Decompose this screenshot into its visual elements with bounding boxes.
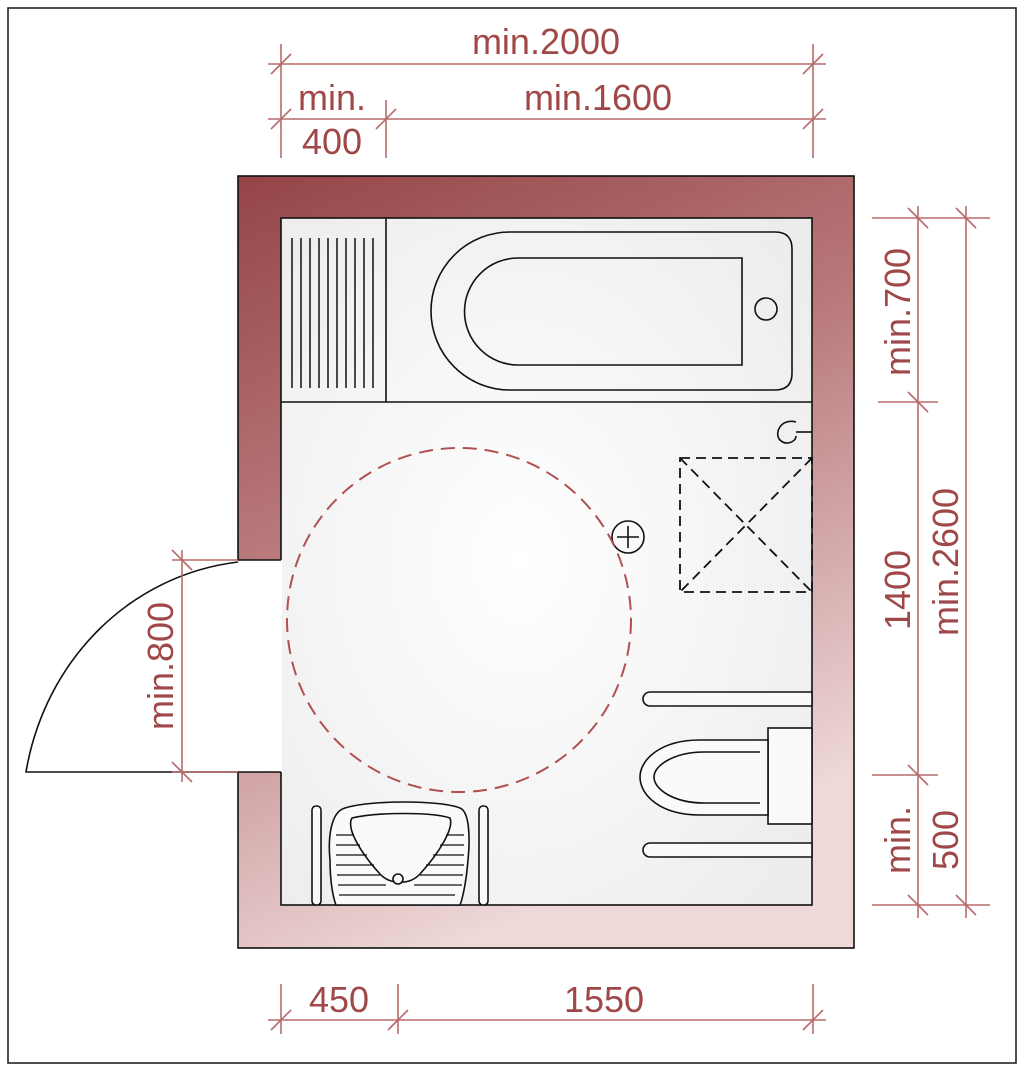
shower-head-icon	[776, 420, 812, 444]
grab-rail-lower-icon	[642, 842, 813, 858]
door-opening	[236, 560, 282, 772]
dimension-label-left-door: min.800	[140, 602, 181, 730]
dimension-label-top-left-2: 400	[302, 121, 362, 162]
dimension-label-top-right: min.1600	[524, 77, 672, 118]
dimension-label-right-middle: 1400	[877, 550, 918, 630]
shower-tray-icon	[679, 457, 813, 593]
dimension-label-top-overall: min.2000	[472, 21, 620, 62]
dimension-right-overall: min.2600	[925, 206, 977, 918]
dimension-left-door: min.800	[140, 549, 238, 783]
floor-drain-icon	[611, 520, 645, 554]
dimension-label-right-overall: min.2600	[925, 488, 966, 636]
dimension-top-split: min. 400 min.1600	[268, 77, 826, 162]
washbasin-icon	[311, 801, 489, 906]
dimension-right-chain: min.700 1400 min. 500	[872, 206, 990, 918]
dimension-label-top-left-1: min.	[298, 77, 366, 118]
wheelchair-turning-circle-icon	[286, 447, 632, 793]
door-swing-icon	[25, 561, 239, 773]
dimension-label-bottom-right: 1550	[564, 979, 644, 1020]
towel-radiator-icon	[281, 218, 812, 403]
bathtub-icon	[430, 231, 793, 391]
dimension-label-right-bottom-1: min.	[877, 806, 918, 874]
dimension-top-overall: min.2000	[268, 21, 826, 158]
dimension-label-bottom-left: 450	[309, 979, 369, 1020]
toilet-icon	[639, 727, 813, 825]
dimension-label-right-bottom-2: 500	[925, 810, 966, 870]
grab-rail-upper-icon	[642, 691, 813, 707]
dimension-label-right-top: min.700	[877, 248, 918, 376]
dimension-bottom: 450 1550	[268, 979, 826, 1034]
